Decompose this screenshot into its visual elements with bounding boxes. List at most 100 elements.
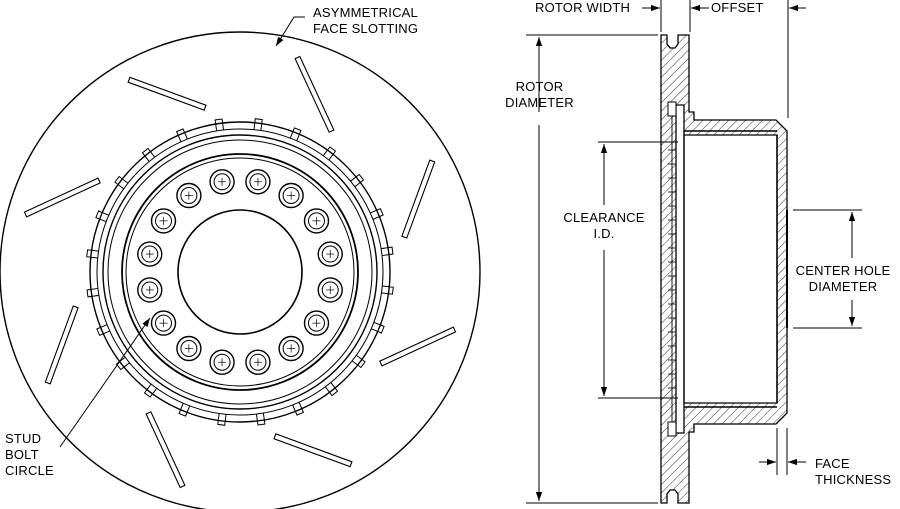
stud-hole-inner <box>141 245 159 263</box>
face-slot <box>145 411 186 489</box>
top-bolt-pocket <box>667 101 677 117</box>
vent-notch <box>95 210 109 223</box>
clearance-id-line-2: I.D. <box>593 226 615 241</box>
vent-notch <box>322 146 337 161</box>
vent-notch <box>86 249 99 259</box>
stud-hole-outer <box>150 310 177 336</box>
vent-notch <box>324 382 339 397</box>
stud-hole <box>303 208 330 234</box>
vent-notch <box>370 207 384 220</box>
stud-holes <box>137 169 343 375</box>
vent-notch <box>371 321 385 334</box>
rotor-side-view <box>660 34 788 504</box>
stud-bolt-leader <box>59 317 151 448</box>
stud-hole-outer <box>245 169 271 195</box>
clearance-id-label: CLEARANCE I.D. <box>552 210 656 242</box>
stud-hole <box>317 241 343 267</box>
center-hole-diameter-label: CENTER HOLE DIAMETER <box>790 263 896 295</box>
stud-hole-inner <box>307 314 325 332</box>
stud-hole-outer <box>150 208 177 234</box>
stud-label-line-2: BOLT <box>5 447 39 462</box>
stud-hole <box>137 241 163 267</box>
vent-notch <box>214 118 225 131</box>
vent-notch <box>381 285 394 295</box>
stud-hole <box>176 335 202 362</box>
face-slot <box>44 305 79 385</box>
vent-notch <box>178 403 191 417</box>
stud-hole <box>137 277 163 303</box>
stud-hole <box>209 349 235 375</box>
stud-hole-outer <box>209 349 235 375</box>
stud-hole-inner <box>213 173 231 191</box>
stud-hole <box>278 182 304 209</box>
side-dimensions <box>526 0 862 504</box>
stud-hole-inner <box>249 173 267 191</box>
face-slotting-line-2: FACE SLOTTING <box>313 21 419 36</box>
stud-hole-inner <box>307 212 325 230</box>
stud-hole <box>317 277 343 303</box>
stud-label-line-3: CIRCLE <box>5 463 54 478</box>
face-thickness-line-1: FACE <box>815 456 850 471</box>
stud-hole-inner <box>282 187 300 205</box>
face-slot <box>273 433 353 468</box>
stud-hole-inner <box>180 339 198 357</box>
stud-hole <box>303 310 330 336</box>
stud-hole-outer <box>137 241 163 267</box>
offset-label: OFFSET <box>711 0 764 15</box>
stud-hole <box>209 169 235 195</box>
hat-outer-ring <box>89 121 391 423</box>
stud-hole-inner <box>282 339 300 357</box>
face-slots <box>23 55 457 489</box>
face-slot <box>23 177 101 218</box>
hat-ring-2 <box>96 128 384 416</box>
stud-hole-outer <box>209 169 235 195</box>
face-slot <box>379 326 457 367</box>
stud-hole <box>176 182 202 209</box>
vent-notch <box>350 173 365 188</box>
vent-notch <box>86 287 99 298</box>
side-stud-ticks <box>668 149 676 389</box>
stud-bolt-circle-label: STUD BOLT CIRCLE <box>5 431 54 479</box>
hat-face-inner <box>125 157 355 387</box>
stud-hole-inner <box>249 353 267 371</box>
face-slotting-label: ASYMMETRICAL FACE SLOTTING <box>313 5 418 37</box>
stud-hole <box>150 208 177 234</box>
stud-hole-inner <box>155 212 173 230</box>
face-slot <box>127 76 207 111</box>
stud-hole-outer <box>137 277 163 303</box>
vent-notch <box>292 402 305 416</box>
vent-notch <box>175 128 188 142</box>
face-slotting-line-1: ASYMMETRICAL <box>313 5 418 20</box>
center-hole <box>177 209 303 335</box>
vent-notch <box>289 127 302 141</box>
center-hole-line-1: CENTER HOLE <box>795 263 891 278</box>
rotor-width-label: ROTOR WIDTH <box>535 0 631 15</box>
rotor-diameter-label: ROTOR DIAMETER <box>492 79 587 111</box>
face-thickness-line-2: THICKNESS <box>815 472 892 487</box>
face-slotting-leader <box>275 16 305 47</box>
vent-notch <box>143 383 158 398</box>
front-leaders <box>59 16 305 448</box>
vent-notch <box>253 118 263 131</box>
rotor-front-view <box>0 31 481 509</box>
stud-hole-inner <box>321 245 339 263</box>
stud-hole-outer <box>245 349 271 375</box>
stud-hole-inner <box>141 281 159 299</box>
stud-hole-outer <box>278 335 304 362</box>
vent-notches <box>86 118 394 426</box>
stud-hole <box>245 349 271 375</box>
vent-notch <box>351 354 366 369</box>
stud-hole-outer <box>176 182 202 209</box>
stud-hole-inner <box>213 353 231 371</box>
face-thickness-label: FACE THICKNESS <box>815 456 891 488</box>
stud-hole <box>150 310 177 336</box>
face-slot <box>401 159 436 239</box>
vent-notch <box>141 147 156 162</box>
hat-ring-4 <box>107 139 373 405</box>
vent-notch <box>217 413 227 426</box>
vent-notch <box>381 246 394 257</box>
stud-hole-outer <box>278 182 304 209</box>
vent-notch <box>114 175 129 190</box>
stud-hole-inner <box>180 187 198 205</box>
